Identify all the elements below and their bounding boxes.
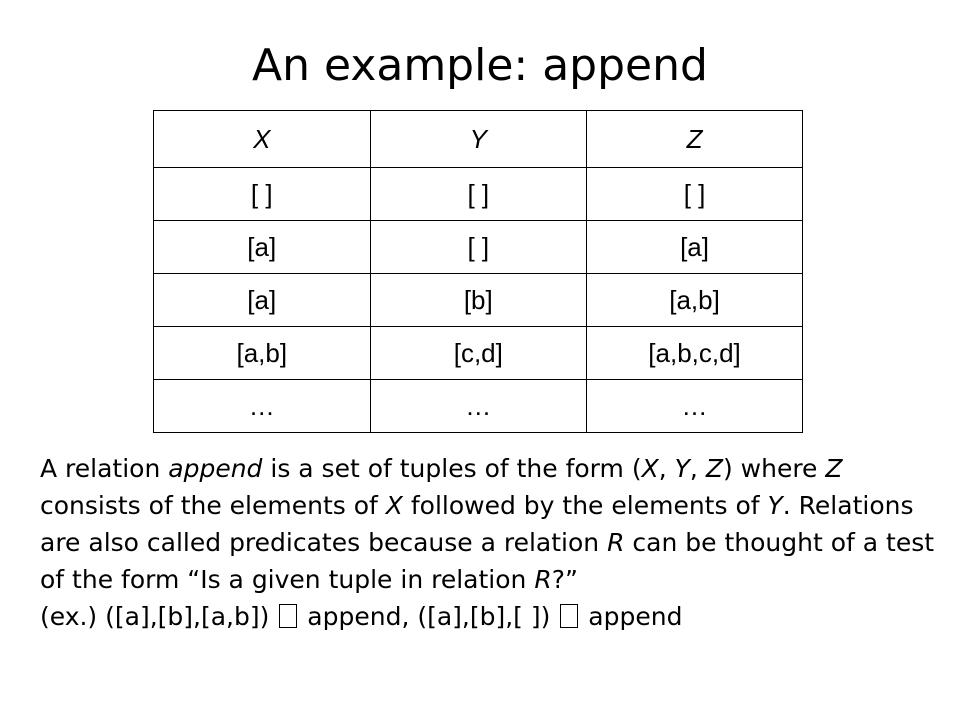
table-cell: [a,b] xyxy=(153,326,371,380)
table-header-row: X Y Z xyxy=(153,110,803,168)
table-row: … … … xyxy=(153,379,803,433)
table-cell: [a,b,c,d] xyxy=(586,326,803,380)
slide-title: An example: append xyxy=(252,40,708,91)
table-row: [a] [ ] [a] xyxy=(153,220,803,274)
element-of-icon xyxy=(279,604,298,628)
append-relation-table: X Y Z [ ] [ ] [ ] [a] [ ] [a] [a] [b] [a… xyxy=(153,110,803,433)
body-text: A relation append is a set of tuples of … xyxy=(40,450,940,635)
example-line: (ex.) ([a],[b],[a,b]) append, ([a],[b],[… xyxy=(40,602,683,631)
term-append: append xyxy=(168,454,263,483)
not-element-of-icon xyxy=(560,604,579,628)
table-cell: [ ] xyxy=(153,167,371,221)
table-cell: [ ] xyxy=(369,167,588,221)
header-z: Z xyxy=(586,110,803,168)
table-cell: … xyxy=(586,379,803,433)
table-cell: [a] xyxy=(153,273,371,327)
table-cell: … xyxy=(369,379,588,433)
table-cell: [c,d] xyxy=(369,326,588,380)
table-cell: [a] xyxy=(586,220,803,274)
header-y: Y xyxy=(369,110,588,168)
table-cell: [ ] xyxy=(586,167,803,221)
table-cell: [a] xyxy=(153,220,371,274)
definition-paragraph: A relation append is a set of tuples of … xyxy=(40,454,935,594)
table-row: [a,b] [c,d] [a,b,c,d] xyxy=(153,326,803,380)
header-x: X xyxy=(153,110,371,168)
table-cell: … xyxy=(153,379,371,433)
table-cell: [a,b] xyxy=(586,273,803,327)
table-cell: [ ] xyxy=(369,220,588,274)
table-row: [a] [b] [a,b] xyxy=(153,273,803,327)
table-row: [ ] [ ] [ ] xyxy=(153,167,803,221)
table-cell: [b] xyxy=(369,273,588,327)
